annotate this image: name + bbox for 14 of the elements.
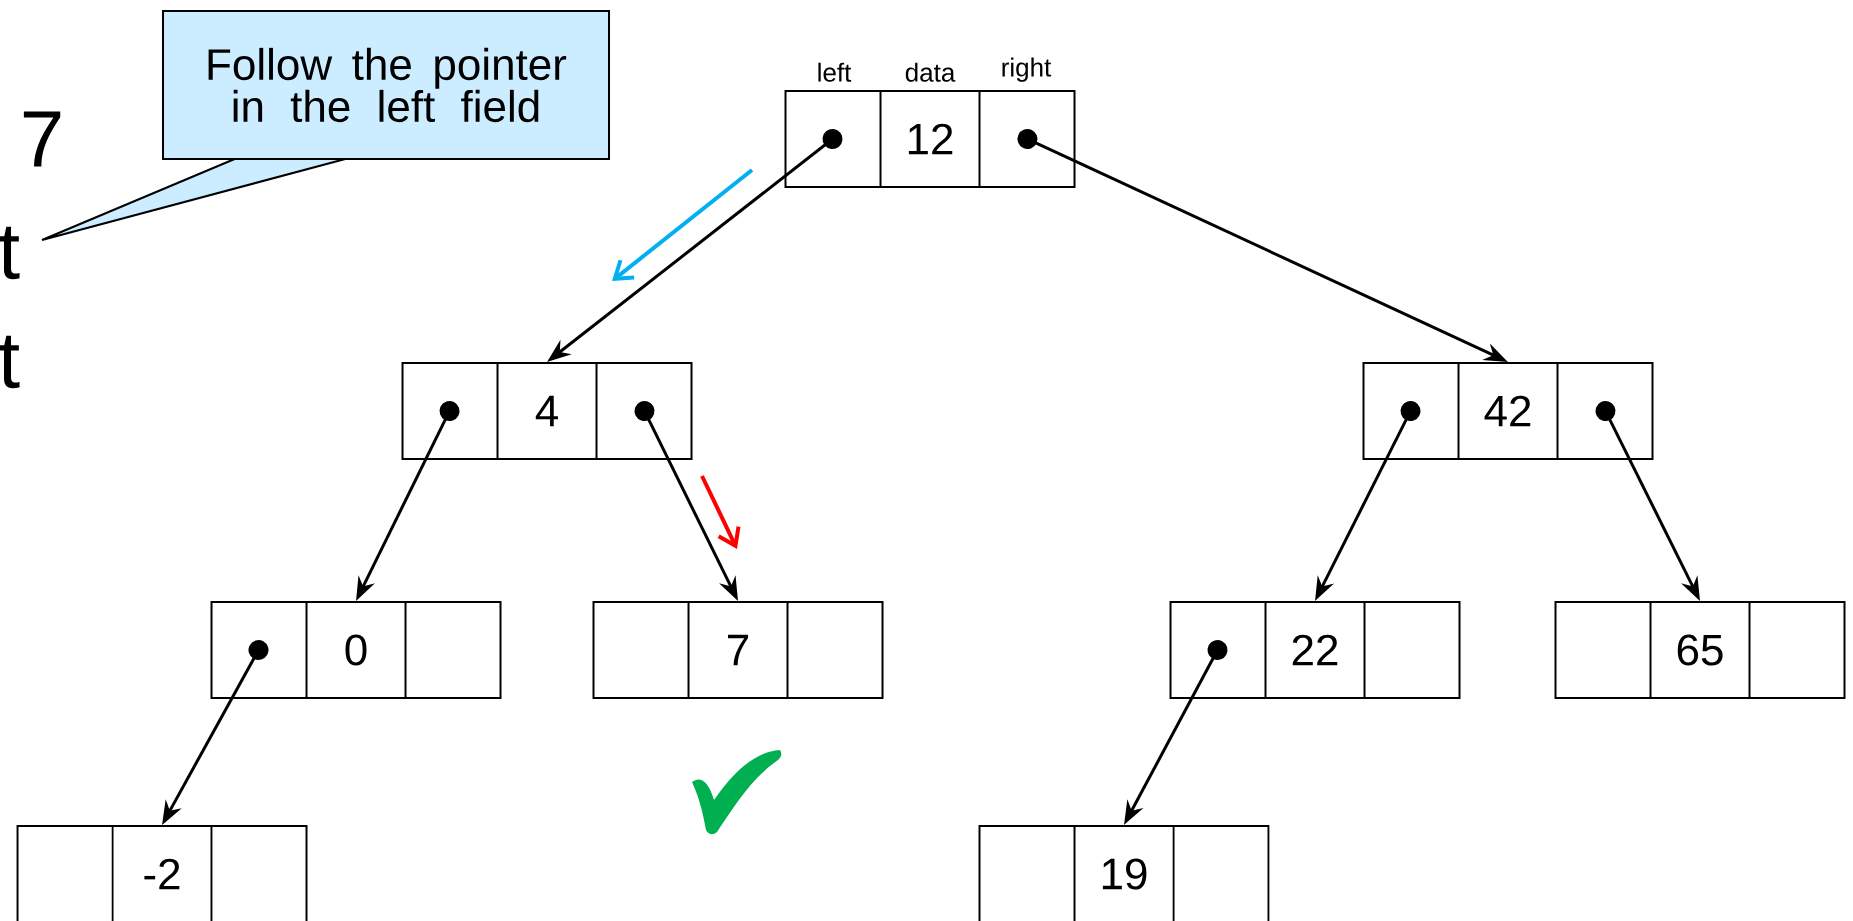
field-label: right	[1002, 57, 1052, 82]
record-box: 12	[784, 89, 1076, 189]
record-box: 4	[401, 361, 693, 461]
record-box: 22	[1169, 600, 1461, 700]
record-box: -2	[16, 824, 308, 921]
record-box: 42	[1362, 361, 1654, 461]
record-box: 19	[978, 824, 1270, 921]
cut-off-text: t	[0, 335, 20, 389]
field-label: left	[818, 62, 852, 82]
field-label: data	[905, 62, 956, 82]
cut-off-text: t	[0, 226, 20, 280]
record-box: 7	[592, 600, 884, 700]
record-box: 65	[1554, 600, 1846, 700]
record-box: 0	[210, 600, 502, 700]
